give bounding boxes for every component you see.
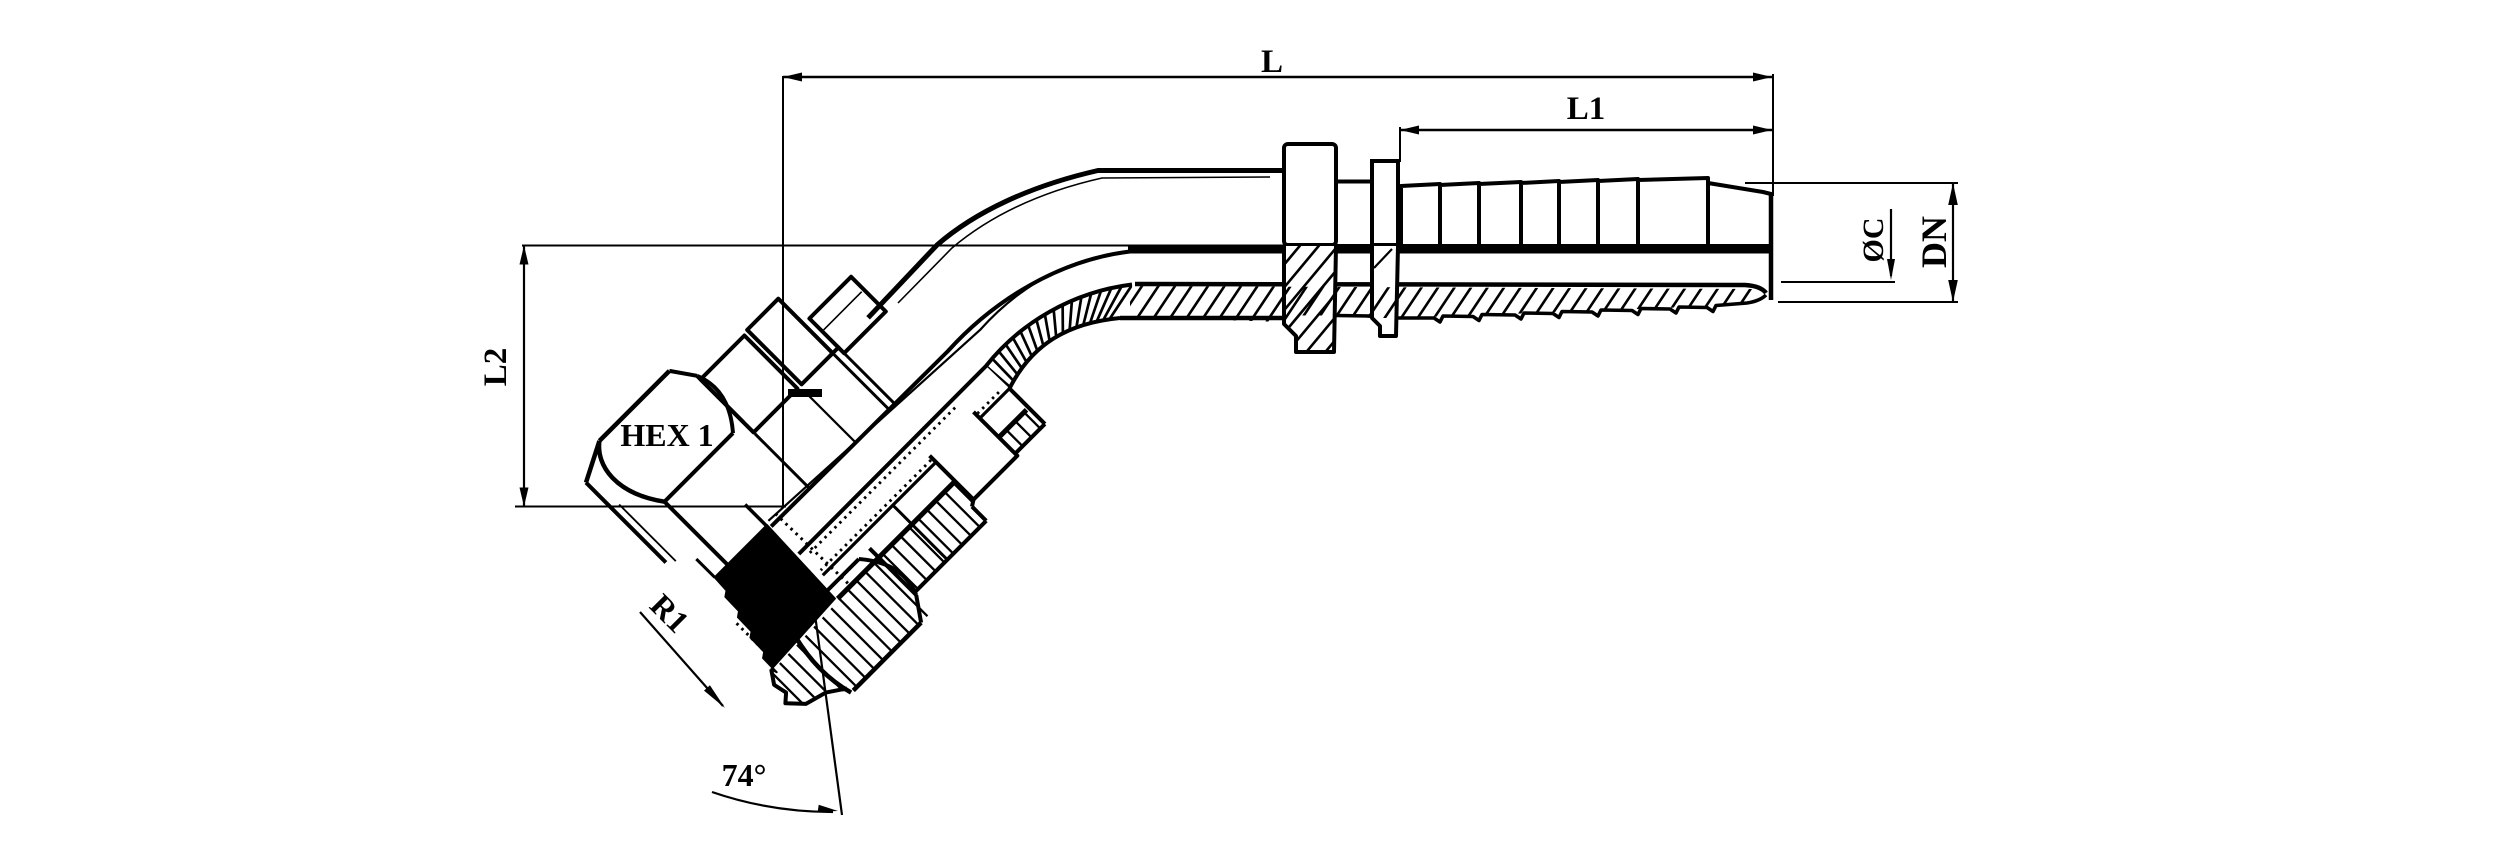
svg-text:DN: DN	[1914, 216, 1954, 268]
svg-text:HEX 1: HEX 1	[620, 417, 713, 453]
svg-text:L1: L1	[1567, 91, 1606, 127]
svg-text:ØC: ØC	[1857, 218, 1890, 263]
svg-text:L: L	[1261, 44, 1283, 80]
svg-text:74°: 74°	[722, 757, 767, 793]
svg-text:L2: L2	[478, 348, 514, 387]
